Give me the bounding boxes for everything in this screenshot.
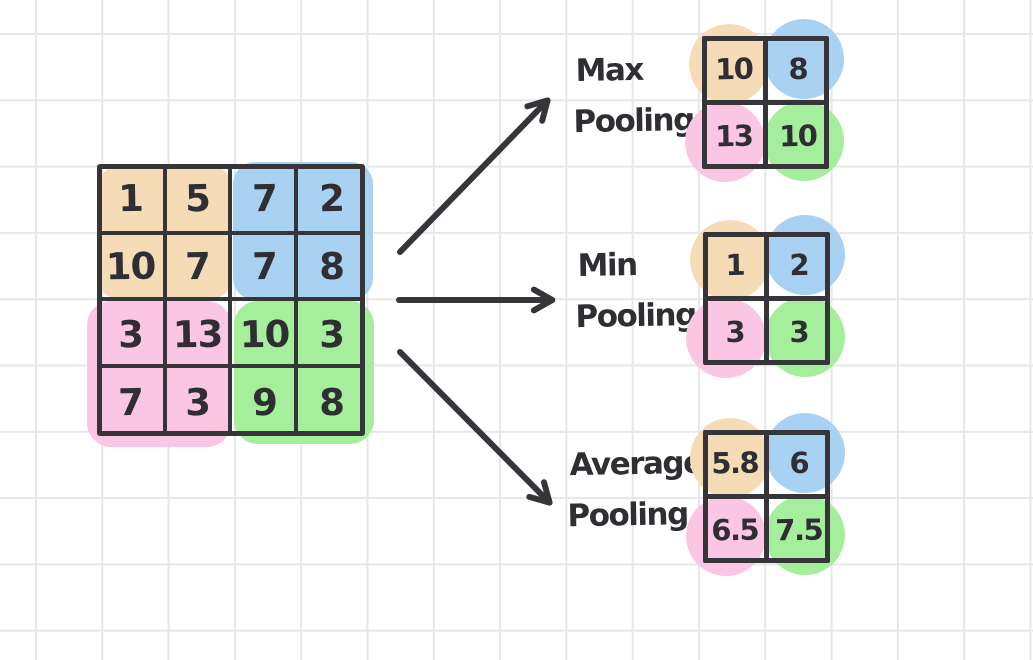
quadrant-green-highlight (234, 301, 374, 444)
average-pooling-grid: 5.8 6 6.5 7.5 (686, 413, 845, 576)
average-pooling-label: Average Pooling (567, 444, 704, 535)
matrix-cell: 10 (105, 244, 156, 288)
pooling-cell: 1 (725, 248, 745, 283)
arrow-to-max-pooling-icon (397, 97, 551, 255)
min-pooling-label: Min Pooling (575, 246, 697, 336)
grid-lines (703, 430, 830, 563)
label-line: Pooling (567, 496, 689, 535)
matrix-cell: 10 (239, 312, 290, 356)
matrix-cell: 13 (172, 312, 223, 356)
grid-cells: 10 8 13 10 (702, 36, 829, 169)
matrix-cell: 3 (184, 380, 211, 424)
matrix-cell: 7 (117, 380, 144, 424)
pooling-cell: 6 (788, 446, 808, 481)
matrix-cell: 8 (318, 244, 345, 288)
grid-cells: 1 2 3 3 (703, 232, 830, 365)
matrix-cell: 7 (251, 244, 278, 288)
arrow-to-average-pooling-icon (397, 349, 553, 506)
matrix-cell: 1 (117, 176, 144, 220)
matrix-cell: 7 (251, 176, 278, 220)
label-line: Max (575, 51, 644, 90)
grid-lines (703, 232, 830, 365)
pooling-cell: 7.5 (774, 512, 822, 548)
min-pooling-grid: 1 2 3 3 (686, 215, 845, 378)
label-line: Min (577, 246, 637, 285)
matrix-cells: 1 5 7 2 10 7 7 8 3 13 10 3 7 3 9 8 (97, 164, 365, 436)
matrix-cell: 3 (117, 312, 144, 356)
pooling-cell: 13 (714, 118, 753, 154)
pooling-cell: 6.5 (711, 512, 759, 548)
matrix-cell: 9 (251, 380, 278, 424)
grid-lines (702, 36, 829, 169)
matrix-cell: 5 (184, 176, 211, 220)
quadrant-pink-highlight (87, 301, 231, 447)
matrix-cell: 2 (318, 176, 345, 220)
pooling-cell: 2 (788, 248, 808, 283)
label-line: Average (569, 444, 703, 484)
pooling-cell: 10 (714, 51, 753, 87)
blue-blob (765, 413, 845, 493)
label-line: Pooling (575, 296, 697, 336)
max-pooling-label: Max Pooling (573, 51, 695, 141)
matrix-grid-lines (97, 164, 365, 436)
label-line: Pooling (573, 101, 695, 141)
pooling-cell: 8 (787, 52, 807, 87)
pooling-cell: 3 (725, 314, 745, 349)
pooling-cell: 10 (778, 118, 817, 154)
grid-cells: 5.8 6 6.5 7.5 (703, 430, 830, 563)
matrix-cell: 7 (184, 244, 211, 288)
arrows (396, 97, 556, 506)
max-pooling-grid: 10 8 13 10 (685, 19, 844, 182)
blue-blob (764, 19, 844, 99)
matrix-cell: 3 (318, 312, 345, 356)
blue-blob (765, 215, 845, 295)
pooling-cell: 3 (788, 314, 808, 349)
matrix-cell: 8 (318, 380, 345, 424)
input-matrix: 1 5 7 2 10 7 7 8 3 13 10 3 7 3 9 8 (87, 162, 374, 447)
pooling-cell: 5.8 (711, 445, 759, 481)
